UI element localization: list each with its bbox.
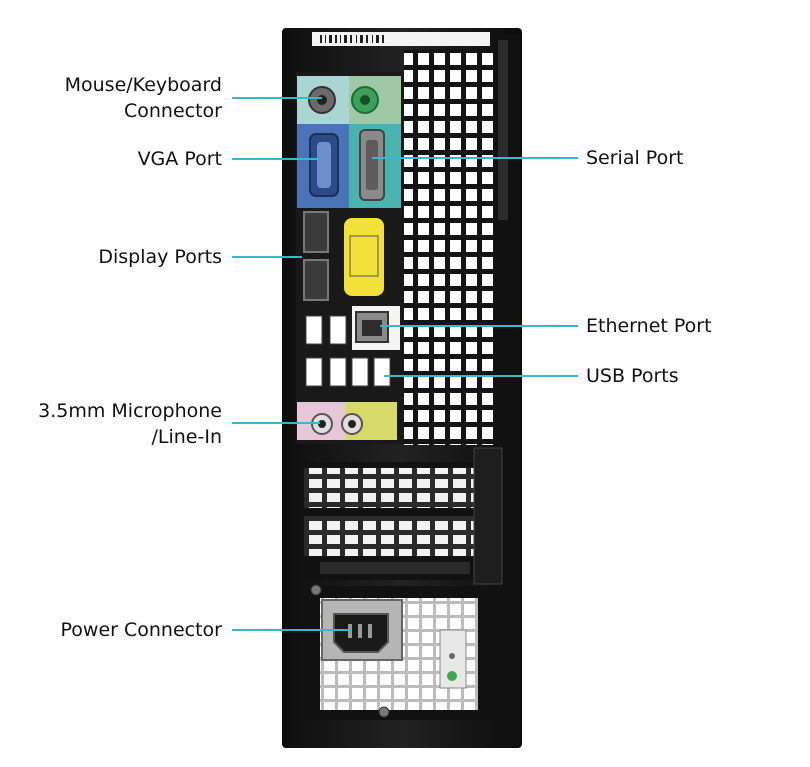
serial-port-label: Serial Port <box>586 147 684 169</box>
barcode-icon <box>320 35 384 43</box>
expansion-slots <box>298 447 503 585</box>
microphone-line-in-label: 3.5mm Microphone /Line-In <box>38 400 222 448</box>
usb-port-icon <box>329 315 347 345</box>
displayport-1-icon <box>303 211 329 253</box>
display-ports-label: Display Ports <box>98 246 222 268</box>
expansion-slot-cover <box>304 468 480 508</box>
power-supply <box>298 584 494 720</box>
screw-icon <box>378 706 390 718</box>
ethernet-port-label: Ethernet Port <box>586 315 712 337</box>
displayport-2-icon <box>303 259 329 301</box>
usb-ports <box>305 315 391 387</box>
vga-port-label: VGA Port <box>137 148 222 170</box>
usb-port-icon <box>329 357 347 387</box>
usb-port-icon <box>305 315 323 345</box>
expansion-slot-cover <box>304 516 480 556</box>
usb-port-icon <box>305 357 323 387</box>
usb-port-icon <box>373 357 391 387</box>
usb-port-icon <box>351 357 369 387</box>
mouse-keyboard-connector-label: Mouse/Keyboard Connector <box>64 74 222 122</box>
leader-lines <box>232 97 578 631</box>
power-connector-label: Power Connector <box>60 619 222 641</box>
usb-ports-label: USB Ports <box>586 365 679 387</box>
io-panel <box>296 72 404 444</box>
power-indicator-led-icon <box>447 671 457 681</box>
vent-grille <box>404 50 494 445</box>
